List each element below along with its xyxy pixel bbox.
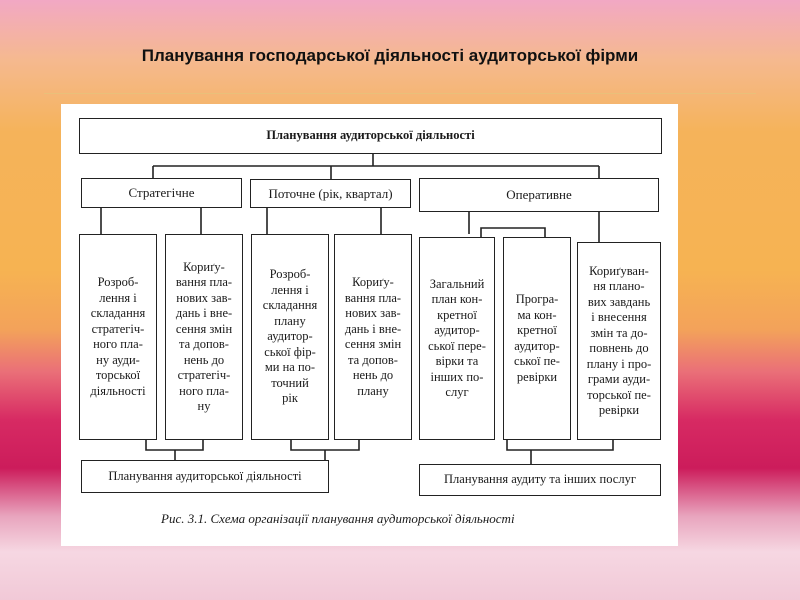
category-operative: Оперативне [419, 178, 659, 212]
figure-caption: Рис. 3.1. Схема організації планування а… [161, 511, 515, 526]
category-current: Поточне (рік, квартал) [250, 179, 411, 208]
bottom-box-audit-services-planning: Планування аудиту та інших послуг [419, 464, 661, 496]
diagram-figure: Планування аудиторської діяльності Страт… [61, 104, 678, 546]
box-current-development: Розроб- лення і складання плану аудитор-… [251, 234, 329, 440]
box-current-adjustment: Кориґу- вання пла- нових зав- дань і вне… [334, 234, 412, 440]
header-box: Планування аудиторської діяльності [79, 118, 662, 154]
box-strategic-development: Розроб- лення і складання стратегіч- ног… [79, 234, 157, 440]
box-strategic-adjustment: Кориґу- вання пла- нових зав- дань і вне… [165, 234, 243, 440]
box-audit-program: Програ- ма кон- кретної аудитор- ської п… [503, 237, 571, 440]
category-strategic: Стратегічне [81, 178, 242, 208]
title-divider [44, 93, 756, 94]
box-plan-program-adjustment: Кориґуван- ня плано- вих завдань і внесе… [577, 242, 661, 440]
slide-title: Планування господарської діяльності ауди… [141, 46, 639, 65]
connector-lines [100, 154, 614, 464]
box-general-audit-plan: Загальний план кон- кретної аудитор- ськ… [419, 237, 495, 440]
bottom-box-audit-activity-planning: Планування аудиторської діяльності [81, 460, 329, 493]
